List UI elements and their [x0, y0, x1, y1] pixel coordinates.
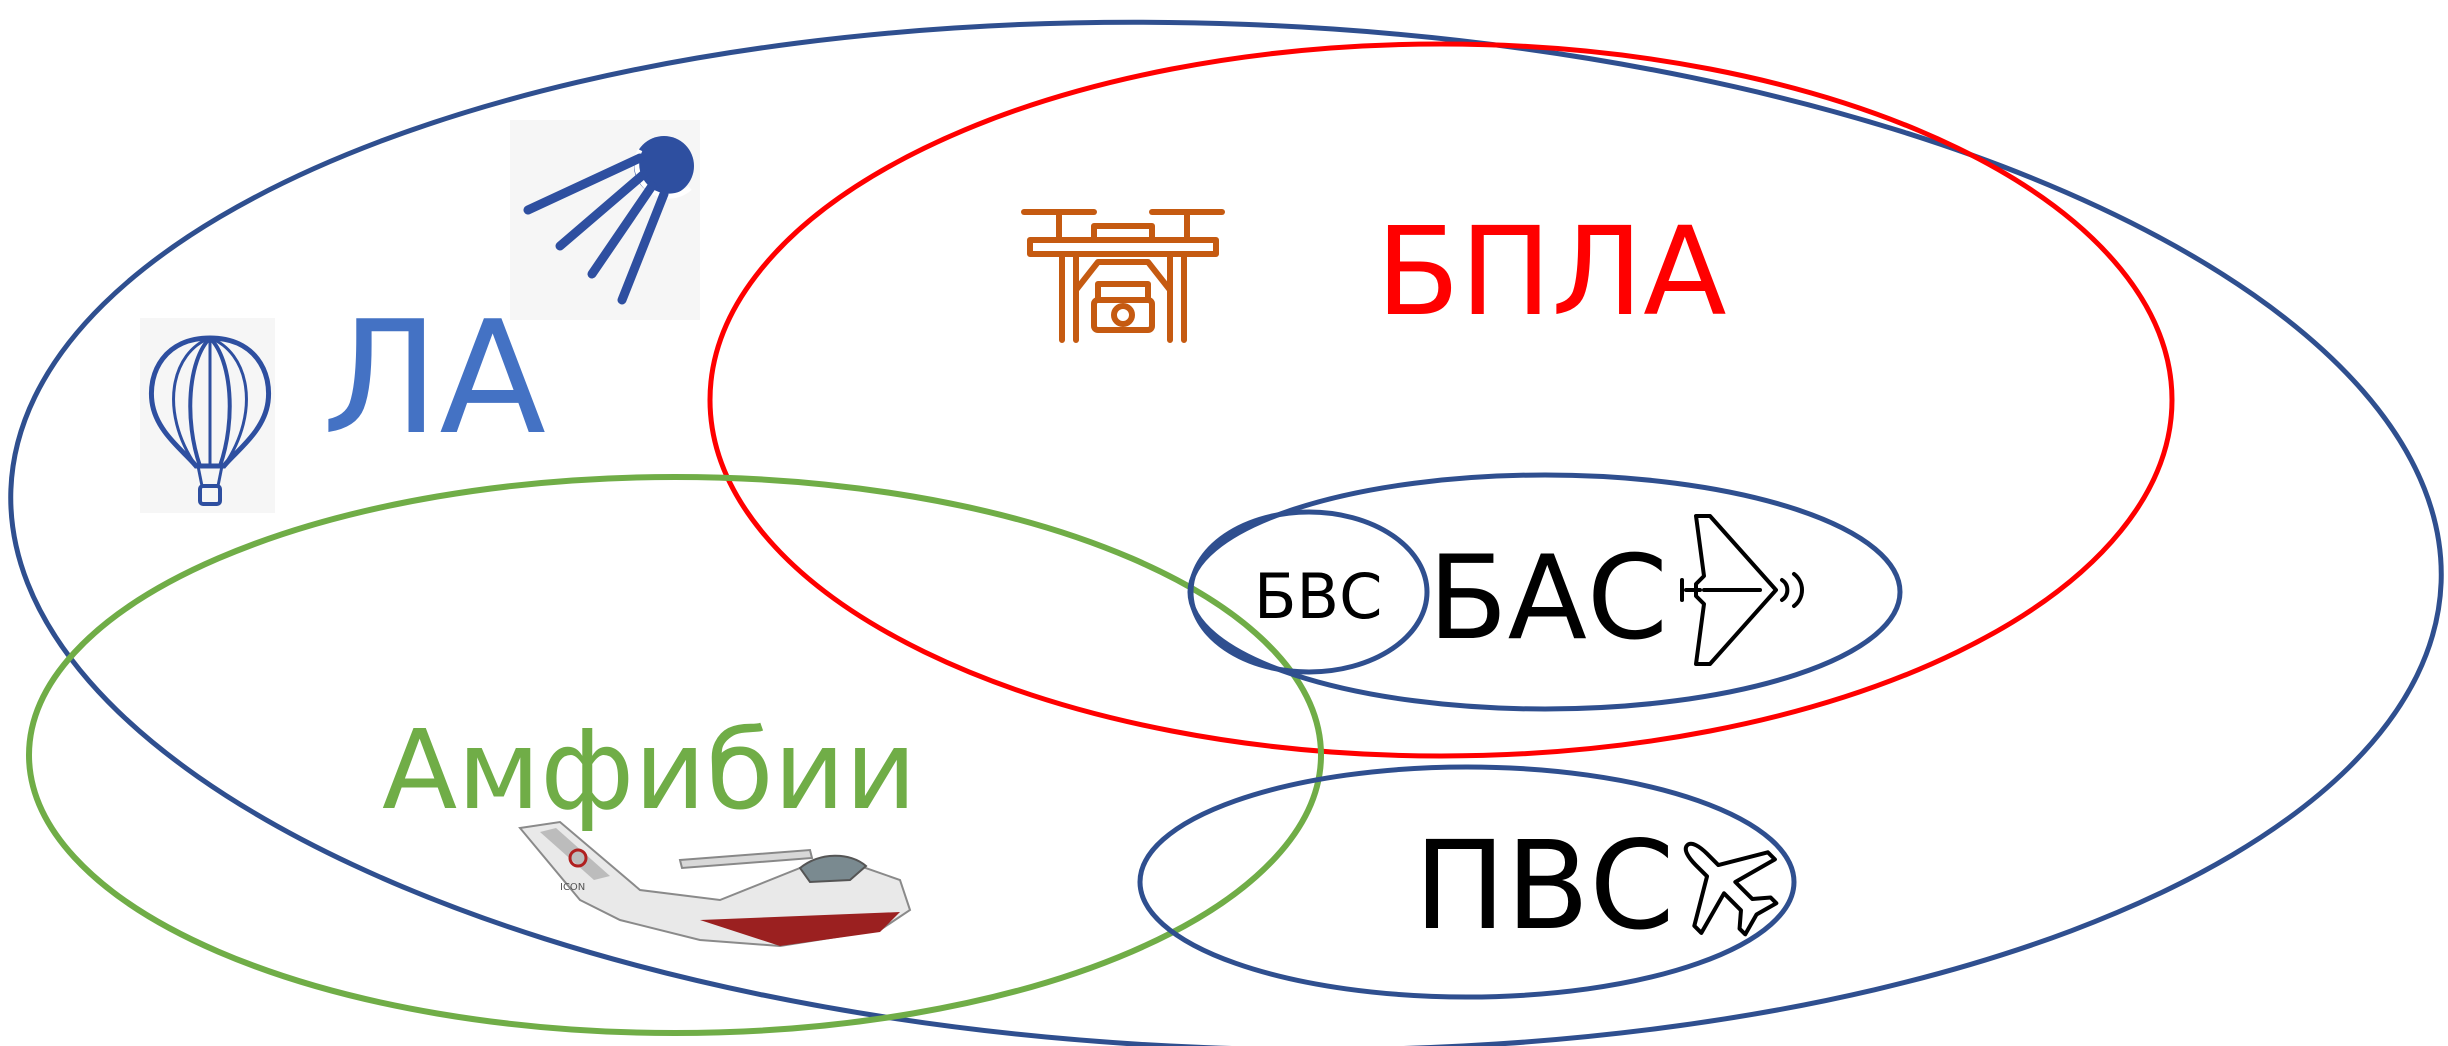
- airplane-icon: [1683, 841, 1779, 937]
- bpla-set-ellipse: [707, 41, 2175, 759]
- svg-text:ICON: ICON: [560, 882, 585, 893]
- pvs-label: ПВС: [1414, 815, 1675, 957]
- amphibious-aircraft-icon: ICON: [518, 820, 912, 948]
- amfibii-label: Амфибии: [382, 706, 917, 834]
- bpla-label: БПЛА: [1376, 201, 1727, 343]
- bvs-label: БВС: [1254, 560, 1382, 633]
- hot-air-balloon-icon: [140, 318, 275, 513]
- amfibii-set-ellipse: [26, 474, 1324, 1036]
- satellite-icon: [510, 120, 700, 320]
- pvs-set-ellipse: [1137, 764, 1797, 1000]
- bas-label: БАС: [1428, 531, 1668, 666]
- flying-wing-uav-icon: [1680, 514, 1804, 666]
- drone-icon: [1021, 209, 1225, 343]
- la-label: ЛА: [322, 287, 546, 469]
- bvs-set-ellipse: [1188, 509, 1430, 675]
